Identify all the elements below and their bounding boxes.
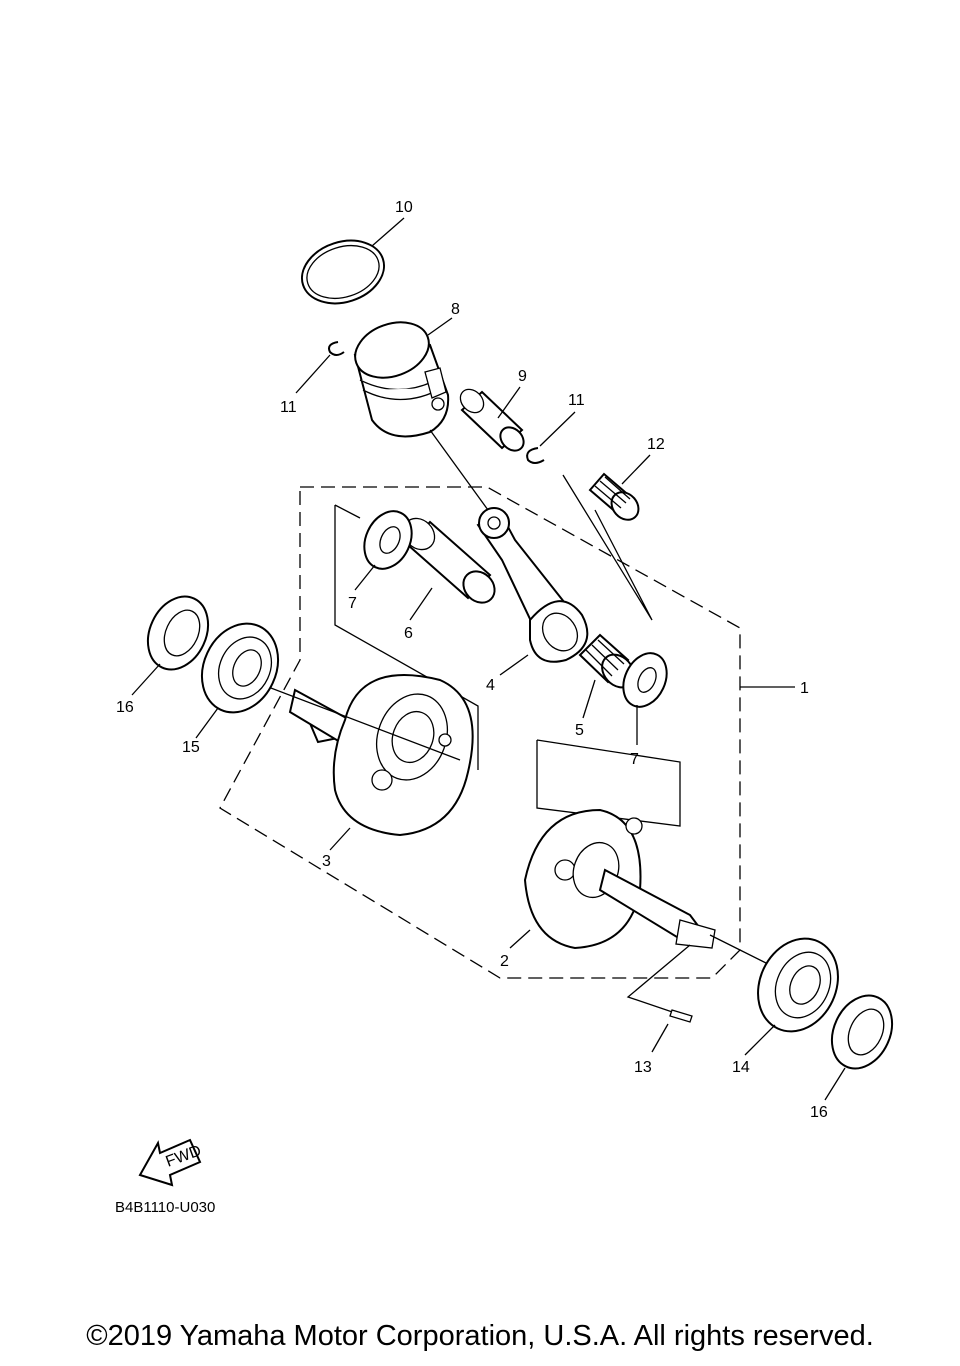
callout-7-right: 7 — [630, 751, 639, 768]
leader-7a — [354, 564, 376, 591]
assembly-boundary — [219, 486, 741, 979]
forward-arrow-icon: FWD — [138, 1138, 204, 1187]
leader-10 — [371, 217, 405, 247]
callout-8: 8 — [451, 301, 460, 318]
oil-seal-left — [146, 595, 210, 671]
leader-16b — [824, 1067, 846, 1101]
thrust-washer-left — [363, 510, 413, 570]
callout-13: 13 — [634, 1059, 652, 1076]
callout-15: 15 — [182, 739, 200, 756]
callout-11-left: 11 — [280, 399, 297, 416]
bearing-guide-triangle — [562, 474, 653, 621]
leader-11a — [295, 354, 331, 394]
crankshaft-right-half — [523, 808, 716, 950]
callout-2: 2 — [500, 953, 509, 970]
callout-11-right: 11 — [568, 392, 585, 409]
thrust-washer-right — [622, 652, 668, 708]
leader-16a — [131, 663, 161, 696]
callout-16-right: 16 — [810, 1104, 828, 1121]
callout-1: 1 — [800, 680, 809, 697]
leader-14 — [744, 1024, 776, 1056]
callout-14: 14 — [732, 1059, 750, 1076]
callout-10: 10 — [395, 199, 413, 216]
piston — [353, 321, 450, 438]
copyright-notice: ©2019 Yamaha Motor Corporation, U.S.A. A… — [86, 1320, 874, 1352]
piston-pin — [459, 388, 525, 452]
piston-ring — [300, 239, 386, 305]
right-crank-bracket — [536, 739, 681, 827]
woodruff-key — [626, 944, 693, 1023]
small-end-bearing — [588, 472, 640, 521]
callout-16-left: 16 — [116, 699, 134, 716]
callout-5: 5 — [575, 722, 584, 739]
rod-axis-line — [429, 429, 489, 511]
leader-5 — [582, 679, 596, 719]
callout-12: 12 — [647, 436, 665, 453]
callout-3: 3 — [322, 853, 331, 870]
crank-bearing-left — [201, 622, 279, 714]
piston-pin-clip-left — [328, 341, 345, 356]
leader-11b — [539, 411, 576, 447]
crankshaft-left-half — [288, 674, 474, 837]
leader-8 — [427, 317, 453, 336]
leader-15 — [195, 707, 219, 739]
oil-seal-right — [830, 994, 894, 1070]
piston-pin-clip-right — [526, 447, 545, 464]
callout-7-left: 7 — [348, 595, 357, 612]
leader-2 — [509, 929, 531, 949]
left-shaft-axis — [249, 679, 461, 761]
leader-12 — [621, 454, 651, 485]
crank-bearing-right — [757, 937, 839, 1033]
callout-4: 4 — [486, 677, 495, 694]
leader-3 — [329, 827, 351, 851]
leader-9 — [497, 386, 521, 419]
pin-group-bracket — [334, 504, 479, 770]
diagram-code: B4B1110-U030 — [115, 1199, 215, 1216]
leader-13 — [651, 1023, 669, 1053]
crankshaft-piston-diagram: FWD 1 2 3 4 5 6 7 7 8 9 10 11 11 12 13 1… — [115, 199, 894, 1216]
callout-6: 6 — [404, 625, 413, 642]
leader-4 — [499, 654, 529, 676]
leader-6 — [409, 587, 433, 621]
connecting-rod — [476, 507, 589, 663]
callout-9: 9 — [518, 368, 527, 385]
